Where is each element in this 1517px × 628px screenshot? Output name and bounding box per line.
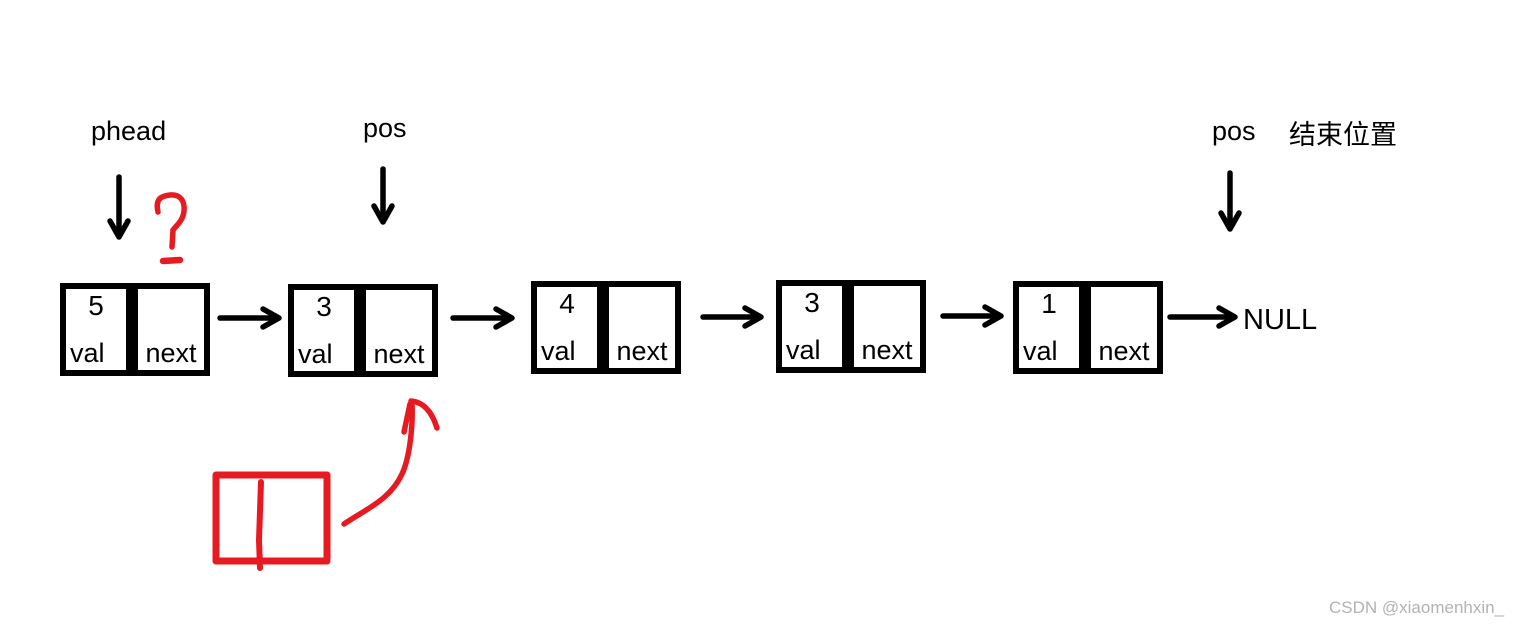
next-label: next bbox=[861, 335, 913, 365]
next-label: next bbox=[373, 339, 425, 369]
node-value: 5 bbox=[88, 290, 104, 321]
next-cell: next bbox=[132, 283, 210, 376]
list-node-3: 4 val next bbox=[531, 281, 681, 374]
val-cell: 5 val bbox=[60, 283, 132, 376]
new-node-box-annotation bbox=[212, 471, 331, 571]
pos-mid-label: pos bbox=[363, 113, 407, 143]
val-cell: 3 val bbox=[288, 284, 360, 377]
list-node-2: 3 val next bbox=[288, 284, 438, 377]
list-node-5: 1 val next bbox=[1013, 281, 1163, 374]
node-value: 4 bbox=[559, 288, 575, 319]
val-label: val bbox=[70, 338, 105, 368]
next-label: next bbox=[1098, 336, 1150, 366]
question-mark-annotation bbox=[154, 192, 187, 265]
val-cell: 3 val bbox=[776, 280, 848, 373]
next-cell: next bbox=[1085, 281, 1163, 374]
next-label: next bbox=[145, 338, 197, 368]
val-label: val bbox=[1023, 336, 1058, 366]
csdn-watermark: CSDN @xiaomenhxin_ bbox=[1329, 598, 1505, 617]
null-terminator: NULL bbox=[1243, 304, 1318, 336]
val-cell: 4 val bbox=[531, 281, 603, 374]
next-cell: next bbox=[360, 284, 438, 377]
next-cell: next bbox=[603, 281, 681, 374]
val-label: val bbox=[298, 339, 333, 369]
list-node-1: 5 val next bbox=[60, 283, 210, 376]
node-value: 3 bbox=[804, 287, 820, 318]
val-label: val bbox=[786, 335, 821, 365]
val-label: val bbox=[541, 336, 576, 366]
next-label: next bbox=[616, 336, 668, 366]
list-node-4: 3 val next bbox=[776, 280, 926, 373]
node-value: 1 bbox=[1041, 288, 1057, 319]
pos-end-label: pos bbox=[1212, 116, 1256, 146]
node-value: 3 bbox=[316, 291, 332, 322]
red-curved-arrow bbox=[341, 398, 440, 527]
val-cell: 1 val bbox=[1013, 281, 1085, 374]
next-cell: next bbox=[848, 280, 926, 373]
pos-end-note: 结束位置 bbox=[1289, 120, 1397, 150]
phead-label: phead bbox=[91, 116, 167, 146]
